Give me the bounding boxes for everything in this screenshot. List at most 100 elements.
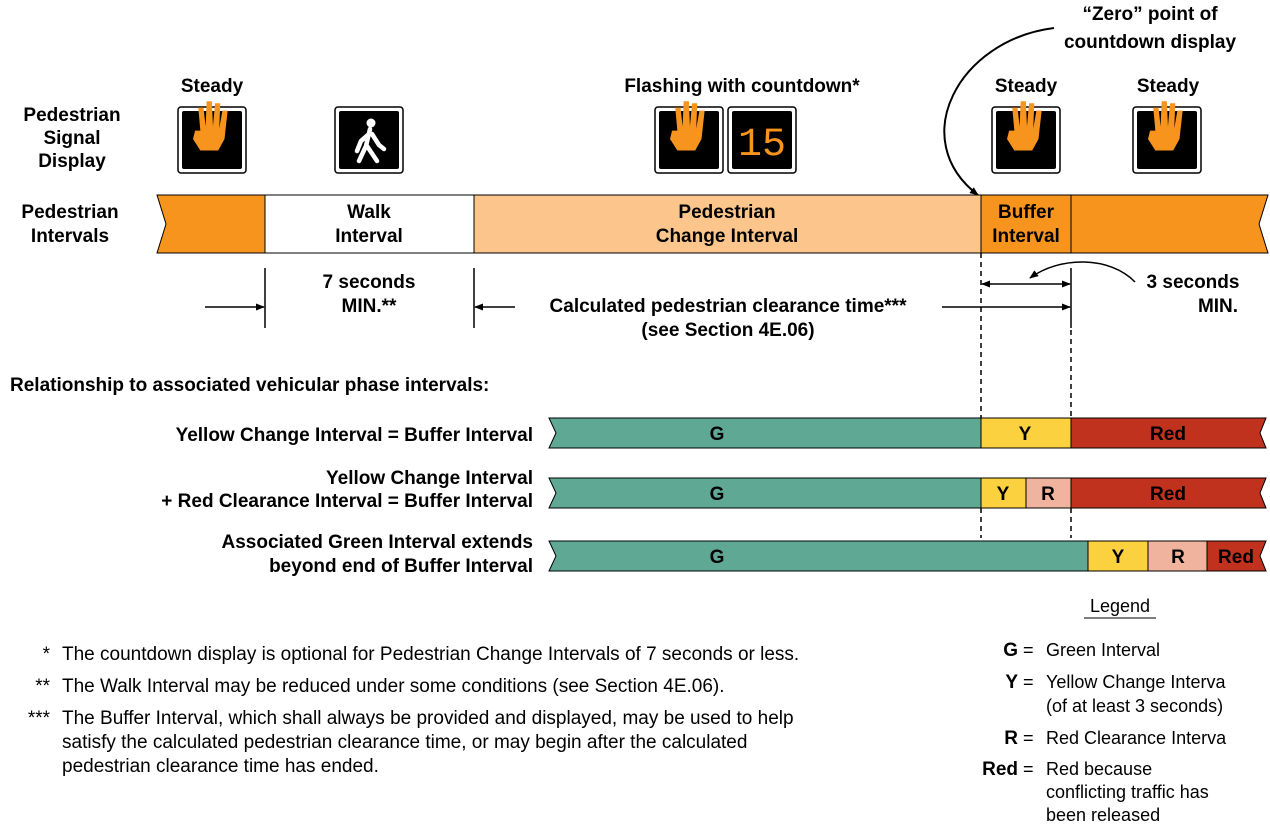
row-label-signal-3: Display [38, 151, 106, 172]
zero-point-label-1: “Zero” point of [1082, 4, 1218, 25]
legend: Legend G = Green Interval Y = Yellow Cha… [982, 596, 1227, 824]
hand-signal-head-buffer [991, 101, 1061, 174]
upraised-hand-icon [670, 101, 705, 151]
footnote-2-line-1: The Walk Interval may be reduced under s… [62, 676, 725, 697]
legend-desc-red-2: conflicting traffic has [1046, 782, 1209, 802]
vehicular-row-1-bar: G Y Red [548, 417, 1267, 449]
legend-desc-y-1: Yellow Change Interva [1046, 672, 1226, 692]
footnote-2-mark: ** [35, 676, 50, 697]
buffer-min-label-1: 3 seconds [1147, 272, 1240, 293]
green-segment [548, 477, 982, 509]
ped-change-interval-segment [473, 194, 982, 254]
vehicular-row-1-label: Yellow Change Interval = Buffer Interval [176, 425, 533, 446]
walk-min-label-1: 7 seconds [323, 272, 416, 293]
vehicular-row-1: Yellow Change Interval = Buffer Interval… [176, 417, 1267, 449]
legend-desc-red-3: been released [1046, 805, 1160, 824]
vehicular-row-2: Yellow Change Interval + Red Clearance I… [161, 468, 1267, 512]
legend-desc-r: Red Clearance Interva [1046, 728, 1227, 748]
footnote-3: *** The Buffer Interval, which shall alw… [28, 708, 794, 777]
walk-interval-label-2: Interval [335, 226, 403, 247]
hand-signal-head-4 [1132, 101, 1202, 174]
yellow-segment [980, 417, 1072, 449]
countdown-digits: 15 [738, 123, 786, 168]
red-clearance-segment [1147, 540, 1208, 572]
row-label-intervals-2: Intervals [31, 226, 109, 247]
legend-equals: = [1023, 728, 1034, 748]
clearance-label-1: Calculated pedestrian clearance time*** [550, 296, 908, 317]
timing-dimensions: 7 seconds MIN.** Calculated pedestrian c… [205, 261, 1240, 341]
buffer-min-callout-arrow [1029, 261, 1136, 283]
footnote-1-mark: * [43, 644, 51, 665]
red-segment [1070, 417, 1267, 449]
footnote-3-mark: *** [28, 708, 51, 729]
yellow-segment-label: Y [1112, 547, 1125, 568]
legend-desc-red-1: Red because [1046, 759, 1152, 779]
legend-desc-y-2: (of at least 3 seconds) [1046, 696, 1223, 716]
vehicular-row-3: Associated Green Interval extends beyond… [221, 532, 1267, 577]
zero-point-arrow [943, 27, 1055, 196]
red-segment-label: Red [1150, 484, 1186, 505]
countdown-signal-head: 15 [727, 106, 797, 174]
red-clearance-segment-label: R [1041, 484, 1055, 505]
vehicular-row-3-label-2: beyond end of Buffer Interval [269, 556, 533, 577]
walk-interval-label-1: Walk [347, 202, 391, 223]
vehicular-row-2-label-2: + Red Clearance Interval = Buffer Interv… [161, 491, 533, 512]
change-interval-label-2: Change Interval [656, 226, 799, 247]
red-segment-label: Red [1150, 424, 1186, 445]
green-segment-label: G [710, 547, 725, 568]
legend-item-g: G = Green Interval [1003, 640, 1160, 661]
buffer-interval-segment [980, 194, 1072, 254]
buffer-interval-label-1: Buffer [998, 202, 1055, 223]
footnote-3-line-1: The Buffer Interval, which shall always … [62, 708, 794, 729]
yellow-segment [1087, 540, 1149, 572]
dont-walk-segment-start [156, 194, 266, 254]
legend-equals: = [1023, 640, 1034, 660]
footnote-3-line-3: pedestrian clearance time has ended. [62, 756, 379, 777]
red-clearance-segment [1025, 477, 1072, 509]
footnote-3-line-2: satisfy the calculated pedestrian cleara… [62, 732, 747, 753]
legend-item-y: Y = Yellow Change Interva (of at least 3… [1005, 672, 1226, 716]
hand-signal-head-flashing [654, 101, 724, 174]
ped-intervals-row-label: Pedestrian Intervals [21, 202, 118, 247]
buffer-min-label-2: MIN. [1198, 296, 1238, 317]
footnote-1: * The countdown display is optional for … [43, 644, 800, 665]
row-label-intervals-1: Pedestrian [21, 202, 118, 223]
walk-signal-head [334, 106, 404, 174]
state-steady-2: Steady [995, 76, 1058, 97]
footnote-2: ** The Walk Interval may be reduced unde… [35, 676, 724, 697]
state-flashing: Flashing with countdown* [624, 76, 860, 97]
legend-key-y: Y [1005, 672, 1018, 693]
buffer-interval-label-2: Interval [992, 226, 1060, 247]
upraised-hand-icon [193, 101, 228, 151]
vehicular-row-2-bar: G Y R Red [548, 477, 1267, 509]
hand-signal-head-1 [177, 101, 247, 174]
footnote-1-line-1: The countdown display is optional for Pe… [62, 644, 799, 665]
buffer-guide-lines [980, 253, 1072, 538]
legend-title: Legend [1090, 596, 1150, 616]
clearance-label-2: (see Section 4E.06) [641, 320, 814, 341]
red-segment-label: Red [1218, 547, 1254, 568]
vehicular-row-3-bar: G Y R Red [548, 540, 1267, 572]
upraised-hand-icon [1007, 101, 1042, 151]
red-segment [1070, 477, 1267, 509]
zero-point-label-2: countdown display [1064, 32, 1236, 53]
ped-intervals-bar: Walk Interval Pedestrian Change Interval… [156, 194, 1269, 254]
zero-point-callout: “Zero” point of countdown display [943, 4, 1236, 196]
walk-interval-segment [264, 194, 475, 254]
upraised-hand-icon [1148, 101, 1183, 151]
state-steady-1: Steady [181, 76, 244, 97]
row-label-signal-1: Pedestrian [23, 105, 120, 126]
vehicular-row-2-label-1: Yellow Change Interval [326, 468, 533, 489]
legend-equals: = [1023, 672, 1034, 692]
green-segment-label: G [710, 484, 725, 505]
legend-key-g: G [1003, 640, 1018, 661]
green-segment-label: G [710, 424, 725, 445]
legend-item-red: Red = Red because conflicting traffic ha… [982, 759, 1209, 824]
red-segment [1206, 540, 1267, 572]
green-segment [548, 417, 982, 449]
legend-equals: = [1023, 759, 1034, 779]
state-steady-3: Steady [1137, 76, 1200, 97]
vehicular-row-3-label-1: Associated Green Interval extends [221, 532, 533, 553]
green-segment [548, 540, 1089, 572]
